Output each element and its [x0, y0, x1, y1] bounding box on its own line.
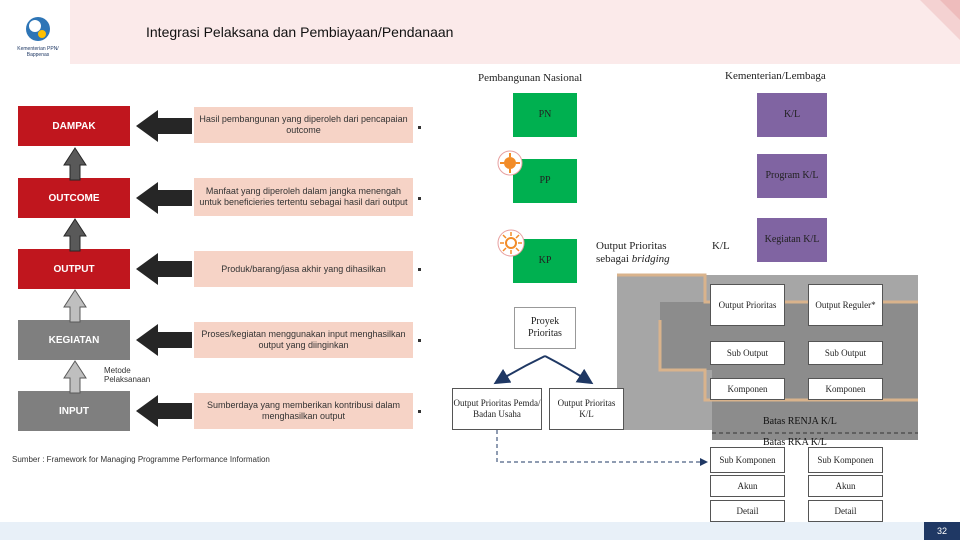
sub-output-box-1: Sub Output	[710, 341, 785, 365]
ladder-left-arrows	[136, 110, 192, 427]
page-number-badge: 32	[924, 522, 960, 540]
logo-text: Kementerian PPN/ Bappenas	[17, 46, 59, 58]
batas-renja-label: Batas RENJA K/L	[763, 416, 837, 427]
page-title: Integrasi Pelaksana dan Pembiayaan/Penda…	[146, 24, 454, 40]
proyek-prioritas-box: Proyek Prioritas	[514, 307, 576, 349]
footer-bar	[0, 522, 960, 540]
left-arrow-icon	[136, 182, 192, 214]
desc-outcome: Manfaat yang diperoleh dalam jangka mene…	[194, 178, 413, 216]
kl-box: K/L	[757, 93, 827, 137]
akun-box-1: Akun	[710, 475, 785, 497]
output-prioritas-kl-box: Output Prioritas K/L	[549, 388, 624, 430]
level-output: OUTPUT	[18, 249, 130, 289]
sub-komponen-box-1: Sub Komponen	[710, 447, 785, 473]
detail-box-2: Detail	[808, 500, 883, 522]
detail-box-1: Detail	[710, 500, 785, 522]
up-arrow-icon	[63, 147, 87, 181]
desc-kegiatan: Proses/kegiatan menggunakan input mengha…	[194, 322, 413, 358]
bullet-dot	[418, 339, 421, 342]
left-arrow-icon	[136, 324, 192, 356]
bridging-text: bridging	[631, 253, 670, 265]
level-dampak: DAMPAK	[18, 106, 130, 146]
metode-label: Metode Pelaksanaan	[104, 366, 151, 384]
header-decoration	[920, 0, 960, 40]
output-prioritas-note-text: Output Prioritas sebagai	[596, 240, 667, 265]
level-kegiatan: KEGIATAN	[18, 320, 130, 360]
up-arrow-icon	[63, 289, 87, 323]
kegiatan-kl-box: Kegiatan K/L	[757, 218, 827, 262]
sub-output-box-2: Sub Output	[808, 341, 883, 365]
komponen-box-1: Komponen	[710, 378, 785, 400]
batas-rka-label: Batas RKA K/L	[763, 437, 827, 448]
left-arrow-icon	[136, 395, 192, 427]
ladder-up-arrows	[63, 147, 87, 394]
bullet-dot	[418, 126, 421, 129]
gear-icon	[497, 150, 523, 176]
level-outcome: OUTCOME	[18, 178, 130, 218]
output-prioritas-box: Output Prioritas	[710, 284, 785, 326]
desc-dampak: Hasil pembangunan yang diperoleh dari pe…	[194, 107, 413, 143]
sun-icon	[497, 229, 525, 257]
col-title-kementerian: Kementerian/Lembaga	[725, 70, 826, 82]
up-arrow-icon	[63, 218, 87, 252]
left-arrow-icon	[136, 110, 192, 142]
program-kl-box: Program K/L	[757, 154, 827, 198]
header-band	[70, 0, 960, 64]
sub-komponen-box-2: Sub Komponen	[808, 447, 883, 473]
pn-box: PN	[513, 93, 577, 137]
source-note: Sumber : Framework for Managing Programm…	[12, 455, 270, 464]
level-input: INPUT	[18, 391, 130, 431]
bullet-dot	[418, 268, 421, 271]
pp-box: PP	[513, 159, 577, 203]
output-prioritas-pemda-box: Output Prioritas Pemda/ Badan Usaha	[452, 388, 542, 430]
desc-input: Sumberdaya yang memberikan kontribusi da…	[194, 393, 413, 429]
output-prioritas-note: Output Prioritas sebagai bridging	[596, 240, 701, 266]
bullet-dot	[418, 410, 421, 413]
bappenas-logo-icon	[26, 17, 50, 41]
kl-mid-label: K/L	[712, 240, 730, 252]
output-reguler-box: Output Reguler*	[808, 284, 883, 326]
akun-box-2: Akun	[808, 475, 883, 497]
left-arrow-icon	[136, 253, 192, 285]
col-title-pembangunan: Pembangunan Nasional	[478, 72, 583, 84]
page-number: 32	[936, 526, 947, 536]
desc-output: Produk/barang/jasa akhir yang dihasilkan	[194, 251, 413, 287]
up-arrow-icon	[63, 360, 87, 394]
bullet-dot	[418, 197, 421, 200]
komponen-box-2: Komponen	[808, 378, 883, 400]
